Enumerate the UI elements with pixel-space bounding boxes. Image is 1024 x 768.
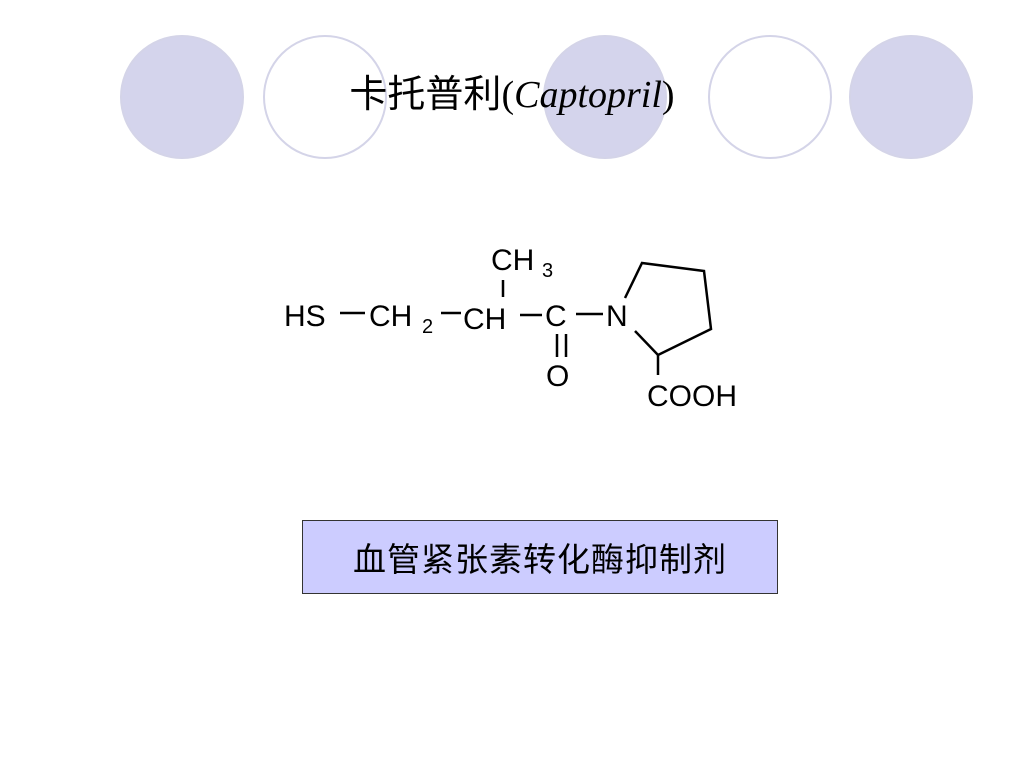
atom-o: O bbox=[546, 360, 569, 393]
decor-circle-4 bbox=[708, 35, 832, 159]
title-open-paren: ( bbox=[501, 74, 515, 116]
atom-ch: CH bbox=[463, 303, 506, 336]
decor-circle-3 bbox=[543, 35, 667, 159]
title-chinese: 卡托普利 bbox=[349, 72, 502, 116]
atom-cooh: COOH bbox=[647, 380, 737, 413]
title-close-paren: ) bbox=[661, 74, 675, 116]
atom-n: N bbox=[606, 300, 628, 333]
atom-ch3-subscript: 3 bbox=[542, 260, 553, 282]
atom-ch2-subscript: 2 bbox=[422, 316, 433, 338]
atom-c: C bbox=[545, 300, 567, 333]
caption-box: 血管紧张素转化酶抑制剂 bbox=[302, 520, 778, 594]
decor-circle-2 bbox=[263, 35, 387, 159]
pyrrolidine-ring bbox=[623, 261, 713, 357]
caption-text: 血管紧张素转化酶抑制剂 bbox=[353, 540, 727, 579]
title-english: Captopril bbox=[514, 74, 662, 116]
decor-circle-5 bbox=[849, 35, 973, 159]
atom-ch2: CH bbox=[369, 300, 412, 333]
slide-title: 卡托普利(Captopril) bbox=[0, 62, 1024, 127]
atom-ch3: CH bbox=[491, 244, 534, 277]
decor-circle-1 bbox=[120, 35, 244, 159]
atom-hs: HS bbox=[284, 300, 326, 333]
chemical-structure: HS CH 2 CH C N CH 3 O COOH bbox=[284, 244, 737, 413]
